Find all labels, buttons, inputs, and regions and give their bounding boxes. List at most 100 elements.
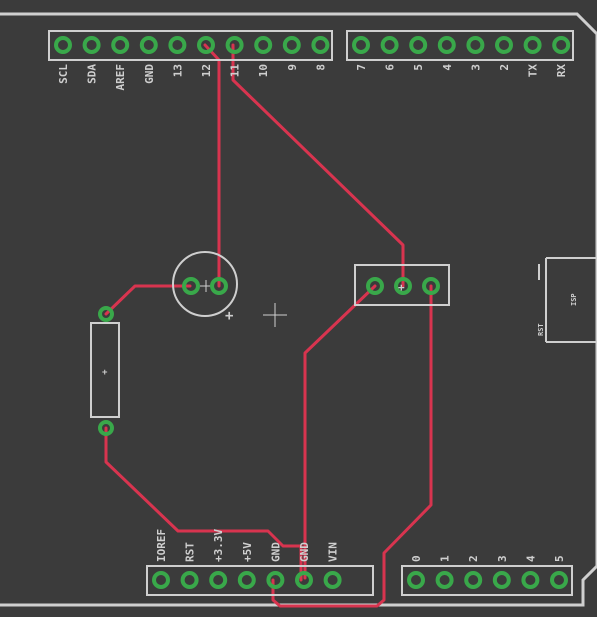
header-pad xyxy=(254,36,273,54)
header-pad xyxy=(435,571,454,589)
capacitor-pad-1 xyxy=(182,277,200,295)
header-pin-label: 4 xyxy=(441,64,454,71)
header-pad xyxy=(111,36,130,54)
header-pad xyxy=(54,36,72,54)
header-pin-label: SCL xyxy=(57,64,70,84)
header-pad xyxy=(464,571,483,589)
header-pin-label: 3 xyxy=(496,555,509,562)
resistor-center-marker: + xyxy=(102,368,108,378)
header-outline xyxy=(48,30,333,61)
header-pad xyxy=(266,571,285,589)
header-top-left: SCL SDA AREF GND 13 12 11 10 9 8 xyxy=(48,30,333,91)
resistor-body xyxy=(90,322,120,418)
header-pad xyxy=(380,36,399,54)
header-pad xyxy=(295,571,313,589)
header-outline xyxy=(401,565,573,596)
header-pad xyxy=(323,571,342,589)
header-pin-label: 10 xyxy=(257,64,270,77)
header-pin-label: AREF xyxy=(114,64,127,91)
header-pin-label: 12 xyxy=(200,64,213,77)
header-pad xyxy=(407,571,425,589)
header-pin-label: VIN xyxy=(327,542,340,562)
header-pad xyxy=(495,36,513,54)
header-pad xyxy=(168,36,187,54)
header-pin-label: 2 xyxy=(498,64,511,71)
header-pad xyxy=(437,36,456,54)
trace-pin12-to-cap xyxy=(203,43,221,288)
header-pad xyxy=(225,36,244,54)
header-pad xyxy=(237,571,256,589)
header-pad xyxy=(466,36,485,54)
header-pad xyxy=(352,36,370,54)
header-outline xyxy=(346,30,574,61)
header-pad xyxy=(311,36,330,54)
trace-cap-to-resistor xyxy=(104,284,192,316)
header-pad xyxy=(152,571,170,589)
header-pad xyxy=(197,36,215,54)
header-pin-label: 13 xyxy=(171,64,184,77)
three-pin-pad-2 xyxy=(394,277,412,295)
header-pin-label: 7 xyxy=(355,64,368,71)
header-pad xyxy=(550,571,568,589)
three-pin-pad-3 xyxy=(422,277,440,295)
traces xyxy=(104,43,433,608)
resistor: + xyxy=(90,306,120,436)
resistor-pad-2 xyxy=(98,420,114,436)
three-pin-header: + xyxy=(354,264,450,306)
three-pin-header-outline xyxy=(354,264,450,306)
header-pin-label: RST xyxy=(184,542,197,562)
header-pad xyxy=(492,571,511,589)
header-pin-label: 6 xyxy=(384,64,397,71)
header-pad xyxy=(139,36,158,54)
header-pin-label: +5V xyxy=(241,542,254,562)
origin-marker xyxy=(263,303,287,327)
header-bottom-left: IOREF RST +3.3V +5V GND GND VIN xyxy=(146,529,374,596)
header-pin-label: TX xyxy=(527,64,540,78)
reset-label: RST xyxy=(537,323,545,336)
header-pad xyxy=(209,571,228,589)
capacitor-plus-label: + xyxy=(225,308,233,324)
header-outline xyxy=(146,565,374,596)
header-pin-label: 8 xyxy=(314,64,327,71)
header-pin-label: SDA xyxy=(86,64,99,84)
header-pin-label: 0 xyxy=(410,555,423,562)
header-pad xyxy=(523,36,542,54)
header-top-right: 7 6 5 4 3 2 TX RX xyxy=(346,30,574,78)
header-bottom-right: 0 1 2 3 4 5 xyxy=(401,555,573,596)
header-pin-label: RX xyxy=(555,64,568,78)
three-pin-pad-1 xyxy=(366,277,384,295)
trace-header-to-gnd xyxy=(303,284,377,580)
isp-label: ISP xyxy=(570,293,578,306)
three-pin-center-marker: + xyxy=(398,281,405,294)
header-pin-label: GND xyxy=(143,64,156,84)
trace-header-to-vin xyxy=(271,284,433,608)
header-pin-label: 3 xyxy=(469,64,482,71)
header-pin-label: IOREF xyxy=(155,529,168,562)
header-pin-label: +3.3V xyxy=(212,529,225,562)
polarized-capacitor: + xyxy=(172,251,238,324)
resistor-pad-1 xyxy=(98,306,114,322)
header-pin-label: GND xyxy=(269,542,282,562)
header-pad xyxy=(552,36,571,54)
header-pin-label: 5 xyxy=(412,64,425,71)
header-pin-label: GND xyxy=(298,542,311,562)
reset-button-outline xyxy=(545,257,597,343)
capacitor-pad-2 xyxy=(210,277,228,295)
header-pad xyxy=(180,571,199,589)
header-pad xyxy=(82,36,101,54)
trace-pin11-to-header xyxy=(231,43,405,288)
capacitor-outline xyxy=(172,251,238,317)
header-pin-label: 9 xyxy=(286,64,299,71)
header-pad xyxy=(282,36,301,54)
trace-resistor-to-5v xyxy=(104,426,303,582)
header-pad xyxy=(521,571,540,589)
header-pin-label: 5 xyxy=(553,555,566,562)
header-pin-label: 2 xyxy=(467,555,480,562)
board-outline xyxy=(0,12,597,607)
header-pin-label: 11 xyxy=(229,64,242,78)
header-pin-label: 1 xyxy=(439,555,452,562)
header-pin-label: 4 xyxy=(524,555,537,562)
reset-button: RST ISP xyxy=(537,257,597,343)
header-pad xyxy=(409,36,428,54)
